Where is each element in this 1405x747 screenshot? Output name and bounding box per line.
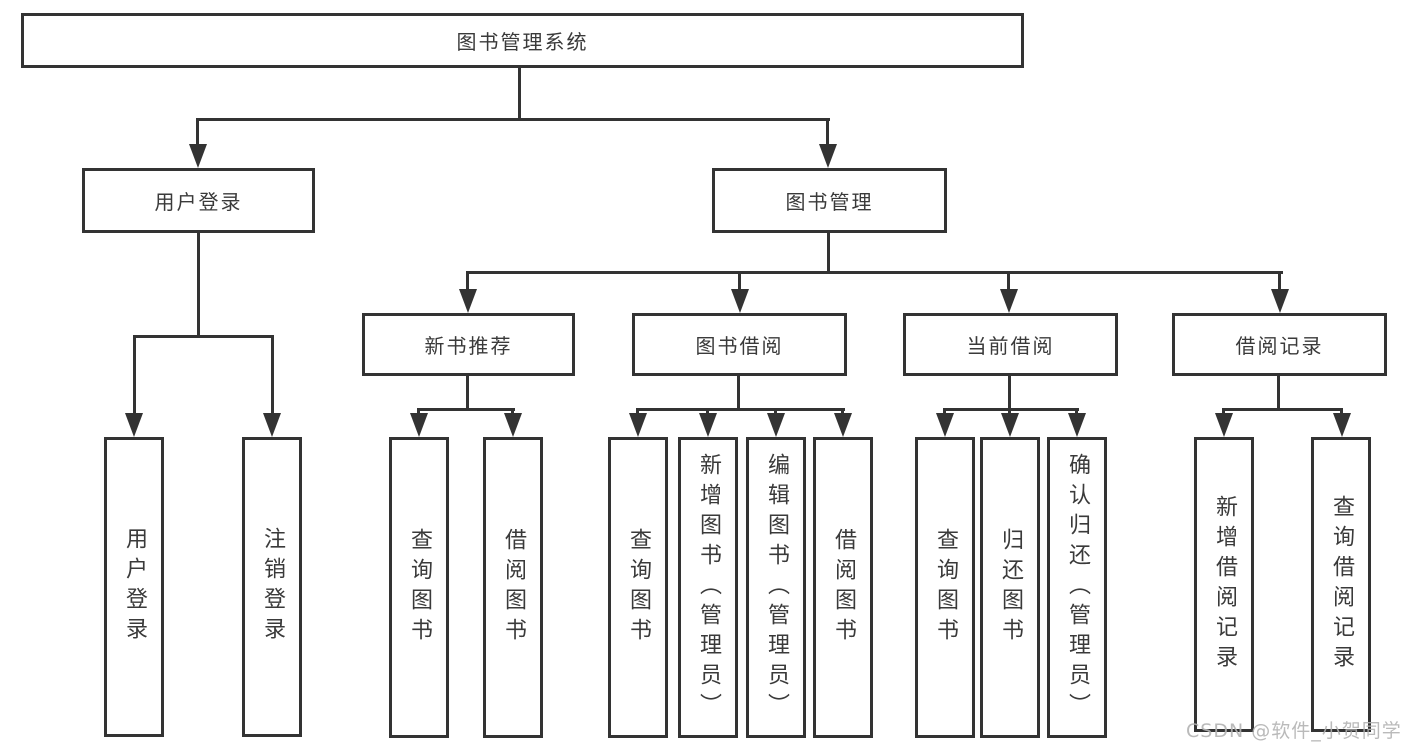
connector-line bbox=[636, 408, 639, 416]
connector-line bbox=[196, 118, 830, 121]
node-user-login: 用户登录 bbox=[82, 168, 315, 233]
connector-line bbox=[1007, 271, 1010, 293]
connector-line bbox=[1222, 408, 1225, 416]
node-library-management-system: 图书管理系统 bbox=[21, 13, 1024, 68]
arrowhead-icon bbox=[1068, 413, 1086, 437]
arrowhead-icon bbox=[1000, 289, 1018, 313]
connector-line bbox=[826, 118, 829, 148]
connector-line bbox=[943, 408, 1079, 411]
connector-line bbox=[196, 118, 199, 148]
leaf-add-borrow-record: 新增借阅记录 bbox=[1194, 437, 1254, 732]
connector-line bbox=[518, 68, 521, 121]
connector-line bbox=[1008, 408, 1011, 416]
arrowhead-icon bbox=[504, 413, 522, 437]
arrowhead-icon bbox=[410, 413, 428, 437]
node-book-borrowing: 图书借阅 bbox=[632, 313, 847, 376]
connector-line bbox=[1278, 271, 1281, 293]
connector-line bbox=[417, 408, 420, 416]
leaf-borrow-books-recommend: 借阅图书 bbox=[483, 437, 543, 738]
connector-line bbox=[271, 335, 274, 416]
node-book-management: 图书管理 bbox=[712, 168, 947, 233]
node-borrowing-records: 借阅记录 bbox=[1172, 313, 1387, 376]
arrowhead-icon bbox=[936, 413, 954, 437]
arrowhead-icon bbox=[125, 413, 143, 437]
arrowhead-icon bbox=[699, 413, 717, 437]
arrowhead-icon bbox=[1215, 413, 1233, 437]
connector-line bbox=[738, 271, 741, 293]
csdn-watermark: CSDN @软件_小贺同学 bbox=[1186, 720, 1402, 742]
arrowhead-icon bbox=[834, 413, 852, 437]
connector-line bbox=[417, 408, 515, 411]
connector-line bbox=[636, 408, 845, 411]
node-current-borrowing: 当前借阅 bbox=[903, 313, 1118, 376]
leaf-user-login: 用户登录 bbox=[104, 437, 164, 737]
connector-line bbox=[466, 376, 469, 411]
arrowhead-icon bbox=[767, 413, 785, 437]
leaf-query-books-recommend: 查询图书 bbox=[389, 437, 449, 738]
leaf-query-books-current: 查询图书 bbox=[915, 437, 975, 738]
leaf-confirm-return-admin: 确认归还（管理员） bbox=[1047, 437, 1107, 738]
node-new-book-recommendation: 新书推荐 bbox=[362, 313, 575, 376]
arrowhead-icon bbox=[459, 289, 477, 313]
arrowhead-icon bbox=[1271, 289, 1289, 313]
arrowhead-icon bbox=[1333, 413, 1351, 437]
leaf-logout: 注销登录 bbox=[242, 437, 302, 737]
connector-line bbox=[466, 271, 469, 293]
connector-line bbox=[1008, 376, 1011, 411]
connector-line bbox=[133, 335, 136, 416]
connector-line bbox=[197, 233, 200, 338]
arrowhead-icon bbox=[1001, 413, 1019, 437]
connector-line bbox=[1340, 408, 1343, 416]
leaf-return-books: 归还图书 bbox=[980, 437, 1040, 738]
connector-line bbox=[1222, 408, 1343, 411]
connector-line bbox=[827, 233, 830, 274]
connector-line bbox=[706, 408, 709, 416]
connector-line bbox=[841, 408, 844, 416]
connector-line bbox=[737, 376, 740, 411]
connector-line bbox=[943, 408, 946, 416]
arrowhead-icon bbox=[189, 144, 207, 168]
arrowhead-icon bbox=[629, 413, 647, 437]
leaf-query-borrow-record: 查询借阅记录 bbox=[1311, 437, 1371, 732]
connector-line bbox=[511, 408, 514, 416]
connector-line bbox=[1075, 408, 1078, 416]
arrowhead-icon bbox=[819, 144, 837, 168]
leaf-edit-book-admin: 编辑图书（管理员） bbox=[746, 437, 806, 738]
connector-line bbox=[133, 335, 274, 338]
leaf-add-book-admin: 新增图书（管理员） bbox=[678, 437, 738, 738]
leaf-borrow-books-borrowing: 借阅图书 bbox=[813, 437, 873, 738]
connector-line bbox=[1277, 376, 1280, 411]
connector-line bbox=[466, 271, 1283, 274]
arrowhead-icon bbox=[263, 413, 281, 437]
connector-line bbox=[774, 408, 777, 416]
arrowhead-icon bbox=[731, 289, 749, 313]
leaf-query-books-borrowing: 查询图书 bbox=[608, 437, 668, 738]
